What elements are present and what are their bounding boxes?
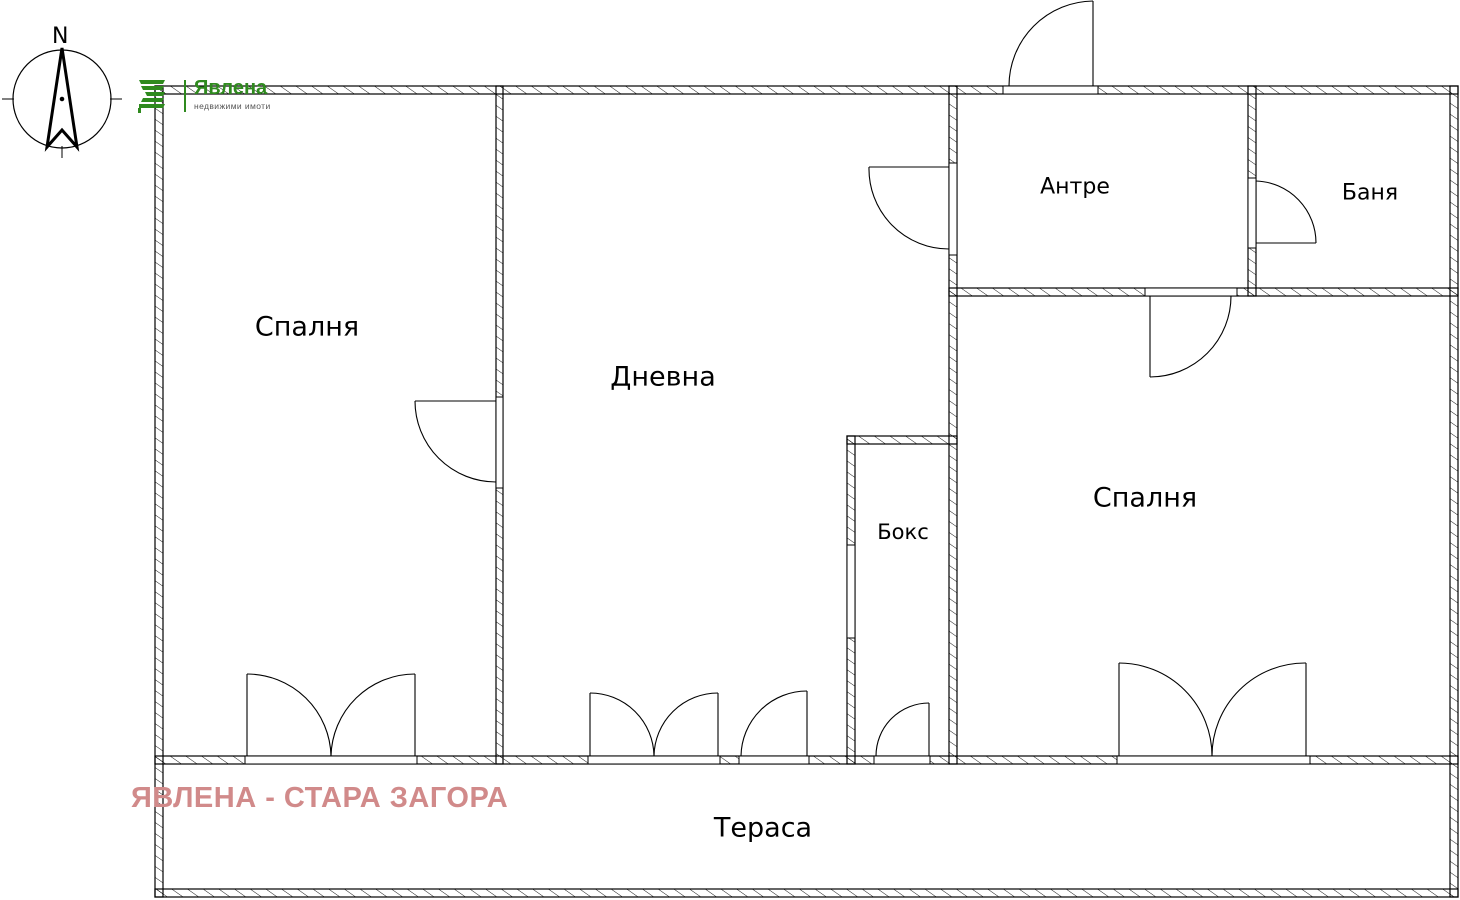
room-label-bathroom: Баня [1341,180,1399,206]
bedroom-left-balcony-door-icon [246,673,416,757]
logo-name: Явлена [194,77,268,99]
room-label-entrance-hall: Антре [1040,174,1110,200]
antre-door-icon [868,166,950,250]
room-label-storage-box: Бокс [877,520,929,544]
room-label-terrace: Тераса [713,812,813,844]
living-balcony-door-icon [589,692,719,757]
entry-door-icon [1008,0,1094,87]
logo-subtitle: недвижими имоти [194,101,271,111]
openings [244,85,1311,765]
compass-north-label: N [52,24,69,49]
compass-icon [2,47,122,158]
box-door-icon [875,702,930,757]
room-label-living-room: Дневна [610,361,716,393]
bathroom-door-icon [1255,180,1317,244]
bedroom-right-door-icon [1149,295,1232,378]
bedroom-right-balcony-door-icon [1118,662,1307,757]
living-terrace-door-icon [740,690,808,757]
watermark-text: ЯВЛЕНА - СТАРА ЗАГОРА [131,782,509,814]
logo-divider [184,80,186,112]
room-label-bedroom-left: Спалня [254,311,360,343]
logo-mark-icon [138,80,165,113]
door-swings [246,0,1317,757]
walls [154,85,1459,898]
room-label-bedroom-right: Спалня [1092,482,1198,514]
brand-logo: Явлена недвижими имоти [137,77,277,114]
bedroom-left-door-icon [414,400,497,483]
